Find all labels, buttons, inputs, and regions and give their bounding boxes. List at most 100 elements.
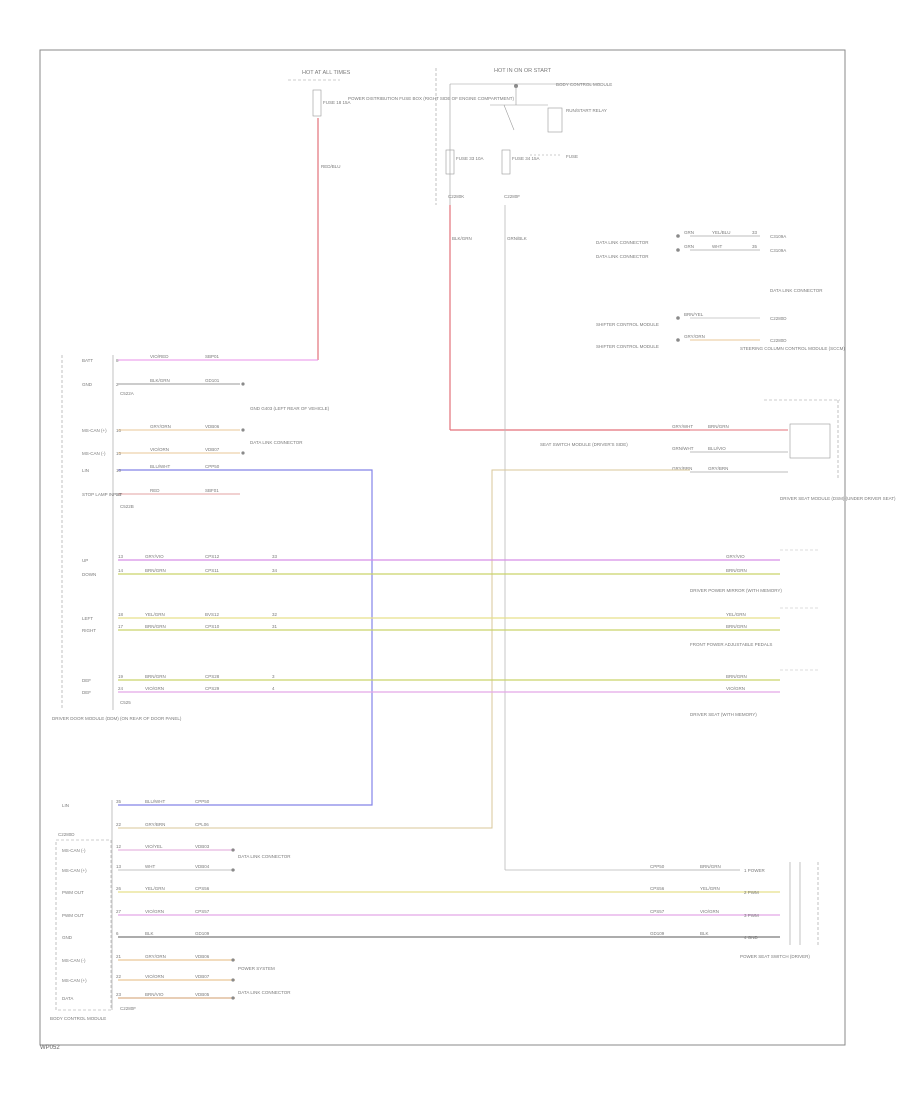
relay-panel-title: HOT IN ON OR START xyxy=(494,68,552,74)
pcm-caption: DRIVER SEAT MODULE (DSM) (UNDER DRIVER S… xyxy=(780,496,896,501)
left-row-circuit: CPP50 xyxy=(205,464,220,469)
left-row-wire: RED xyxy=(150,488,160,493)
br-row-wire: BLK xyxy=(700,931,709,936)
left-module: DRIVER DOOR MODULE (DDM) (ON REAR OF DOO… xyxy=(52,355,690,829)
relay-label: RUN/START RELAY xyxy=(566,108,607,113)
bottom-row-pin: 22 xyxy=(116,822,122,827)
bottom-row-wire: GRY/BRN xyxy=(145,822,165,827)
bottom-row-label: LIN xyxy=(62,803,69,808)
relay-coil-icon xyxy=(547,107,563,133)
mirror-right-wire: GRY/VIO xyxy=(726,554,745,559)
fuse-panel-title: HOT AT ALL TIMES xyxy=(302,70,351,76)
pcm-wire-color: BLU/VIO xyxy=(708,446,726,451)
mirror-row-rpin: 31 xyxy=(272,624,278,629)
left-splice-e: C525 xyxy=(120,700,131,705)
bottom-row-circuit: CPP50 xyxy=(195,799,210,804)
bottom-row-pin: 12 xyxy=(116,844,122,849)
br-row-wire: VIO/GRN xyxy=(700,909,719,914)
splice-dot-icon xyxy=(241,382,245,386)
fuse-panel: HOT AT ALL TIMES FUSE 18 15A POWER DISTR… xyxy=(288,70,515,360)
right-top-shifter: SHIFTER CONTROL MODULE xyxy=(596,344,659,349)
bottom-row-circuit: VDB06 xyxy=(195,954,210,959)
pcm-module-box xyxy=(789,423,831,459)
left-row-wire: VIO/ORN xyxy=(150,447,169,452)
lin-bus-wire xyxy=(118,469,373,806)
fuse-icon xyxy=(312,89,322,117)
tan-bus-wire xyxy=(118,469,690,829)
splice-dot-icon xyxy=(231,868,235,872)
mirror-row-pin: 17 xyxy=(118,624,124,629)
mirror-row-rpin: 3 xyxy=(272,674,275,679)
bottom-row-pin: 6 xyxy=(116,931,119,936)
bottom-row-pin: 23 xyxy=(116,992,122,997)
mirror-right-color: BRN/GRN xyxy=(726,624,747,629)
relay-panel: HOT IN ON OR START BODY CONTROL MODULE R… xyxy=(435,68,690,870)
right-top-splice: DATA LINK CONNECTOR xyxy=(596,240,649,245)
bottom-right-connector: POWER SEAT SWITCH (DRIVER) xyxy=(505,862,819,959)
bottom-note-b: POWER SYSTEM xyxy=(238,966,275,971)
relay-wire-a-color: BLK/GRN xyxy=(452,236,472,241)
left-ground-note: GND G403 (LEFT REAR OF VEHICLE) xyxy=(250,406,330,411)
mirror-row-wire: BRN/GRN xyxy=(145,568,166,573)
mirror-row-label: LEFT xyxy=(82,616,93,621)
ground-a-label: C2280K xyxy=(448,194,464,199)
pcm-wire-name: GRY/BRN xyxy=(672,466,692,471)
mirror-row-pin: 24 xyxy=(118,686,124,691)
left-row-wire: BLU/WHT xyxy=(150,464,171,469)
mirror-row-wire: VIO/GRN xyxy=(145,686,164,691)
bottom-row-pin: 26 xyxy=(116,886,122,891)
diagram-reference: WP052 xyxy=(40,1045,60,1051)
left-row-label: MS-CAN (-) xyxy=(82,451,106,456)
br-row-circuit: CPP50 xyxy=(650,864,665,869)
bottom-row-circuit: VDB04 xyxy=(195,864,210,869)
mirror-row-circuit: BVS12 xyxy=(205,612,220,617)
bottom-module-box xyxy=(55,839,112,1011)
splice-dot-icon xyxy=(241,428,245,432)
fuse-c-label: FUSE xyxy=(566,154,578,159)
left-row-label: LIN xyxy=(82,468,89,473)
bottom-row-label: MS-CAN (-) xyxy=(62,958,86,963)
mirror-row-pin: 18 xyxy=(118,612,124,617)
left-splice-d: C522B xyxy=(120,504,134,509)
bottom-row-label: DATA xyxy=(62,996,73,1001)
splice-dot-icon xyxy=(241,451,245,455)
bottom-row-label: MS-CAN (+) xyxy=(62,978,87,983)
right-top-conn: C2280D xyxy=(770,316,787,321)
left-row-pin: 20 xyxy=(116,492,122,497)
mirror-row-rpin: 33 xyxy=(272,554,278,559)
br-row-wire: YEL/GRN xyxy=(700,886,720,891)
bottom-row-circuit: VDB05 xyxy=(195,992,210,997)
pcm-cluster: SEAT SWITCH MODULE (DRIVER'S SIDE) DRIVE… xyxy=(540,399,896,501)
right-top-conn: C3109A xyxy=(770,248,786,253)
splice-dot-icon xyxy=(231,848,235,852)
splice-dot-icon xyxy=(231,978,235,982)
steering-module-label: STEERING COLUMN CONTROL MODULE (SCCM) xyxy=(740,346,845,351)
br-row-label: 3 PWM xyxy=(744,913,759,918)
bottom-row-wire: BLK xyxy=(145,931,154,936)
connector-pin-icon xyxy=(676,338,680,342)
mirror-row-circuit: CPS12 xyxy=(205,554,220,559)
mirror-right-wire: BRN/GRN xyxy=(726,674,747,679)
fuse-b-icon xyxy=(501,149,511,175)
bottom-note-c: DATA LINK CONNECTOR xyxy=(238,990,291,995)
pcm-wire-color: BRN/GRN xyxy=(708,424,729,429)
mirror-row-circuit: CPS11 xyxy=(205,568,219,573)
bottom-row-wire: GRY/ORN xyxy=(145,954,166,959)
left-row-circuit: SBF01 xyxy=(205,488,219,493)
br-row-circuit: GD109 xyxy=(650,931,665,936)
mirror-right-color: BRN/GRN xyxy=(726,568,747,573)
bottom-module-ground: C2280F xyxy=(120,1006,136,1011)
left-row-wire: BLK/GRN xyxy=(150,378,170,383)
right-top-wire-color: GRN xyxy=(684,230,694,235)
mirror-row-label: DOWN xyxy=(82,572,96,577)
pcm-wire-name: GRY/WHT xyxy=(672,424,693,429)
pcm-wire-name: GRN/WHT xyxy=(672,446,694,451)
bottom-row-label: GND xyxy=(62,935,73,940)
left-splice-note: DATA LINK CONNECTOR xyxy=(250,440,303,445)
ground-b-label: C2280F xyxy=(504,194,520,199)
